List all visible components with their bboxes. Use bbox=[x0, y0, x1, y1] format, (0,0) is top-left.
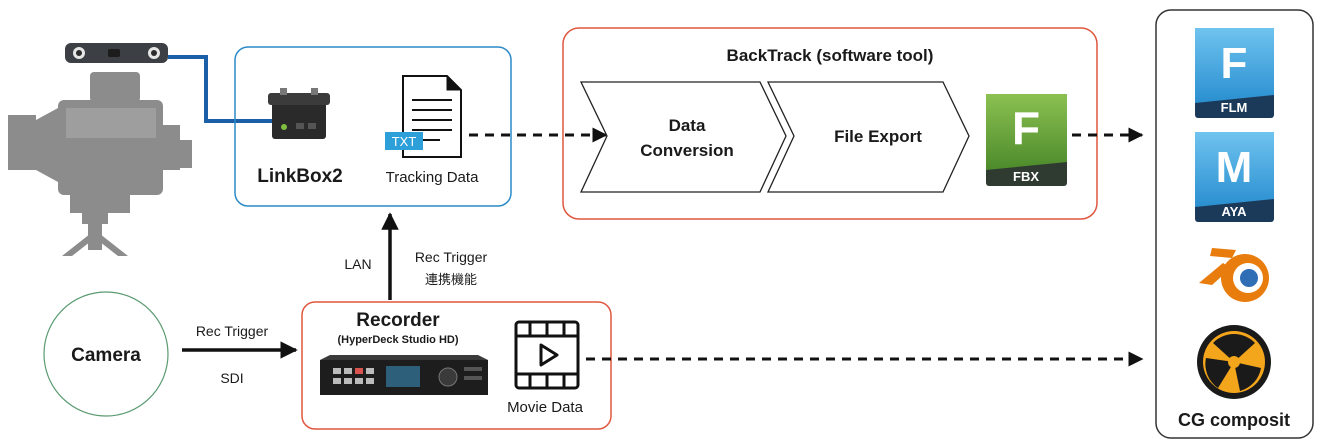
maya-icon bbox=[1195, 132, 1274, 222]
flm-badge: FLM bbox=[1221, 100, 1248, 115]
rec-trigger-link-label: 連携機能 bbox=[425, 272, 477, 287]
flm-letter: F bbox=[1221, 39, 1248, 88]
cg-composit-label: CG composit bbox=[1178, 410, 1290, 430]
cg-composit-box bbox=[1155, 9, 1314, 439]
recorder-group-box bbox=[301, 301, 612, 430]
rec-trigger-label-lan: Rec Trigger bbox=[415, 249, 488, 265]
camera-node bbox=[43, 291, 169, 417]
recorder-model: (HyperDeck Studio HD) bbox=[337, 334, 458, 346]
linkbox-label: LinkBox2 bbox=[257, 166, 343, 187]
sdi-label: SDI bbox=[220, 370, 243, 386]
file-export-step bbox=[766, 81, 970, 193]
blender-icon bbox=[1199, 248, 1269, 302]
maya-letter: M bbox=[1216, 143, 1253, 192]
txt-badge: TXT bbox=[392, 134, 417, 149]
movie-data-label: Movie Data bbox=[507, 399, 584, 416]
data-conversion-line1: Data bbox=[669, 116, 706, 135]
backtrack-group-box bbox=[562, 27, 1098, 220]
recorder-title: Recorder bbox=[356, 310, 440, 331]
rec-trigger-label: Rec Trigger bbox=[196, 323, 269, 339]
linkbox-group-box bbox=[234, 46, 512, 207]
lan-label: LAN bbox=[344, 256, 371, 272]
hyperdeck-device-icon bbox=[320, 355, 488, 395]
data-conversion-step bbox=[579, 81, 787, 193]
tracking-sensor-icon bbox=[65, 43, 168, 63]
data-conversion-line2: Conversion bbox=[640, 141, 734, 160]
tracking-data-file-icon bbox=[385, 75, 462, 158]
camera-rig-icon bbox=[8, 72, 192, 256]
movie-data-icon bbox=[514, 320, 580, 390]
fbx-letter: F bbox=[1012, 102, 1040, 154]
backtrack-title: BackTrack (software tool) bbox=[727, 46, 934, 65]
fbx-badge: FBX bbox=[1013, 169, 1039, 184]
camera-label: Camera bbox=[71, 345, 141, 366]
tracking-data-label: Tracking Data bbox=[386, 169, 479, 186]
nuke-icon bbox=[1197, 325, 1271, 399]
file-export-label: File Export bbox=[834, 127, 922, 146]
fbx-icon bbox=[986, 94, 1067, 186]
sensor-cable bbox=[168, 55, 272, 123]
motionbuilder-icon bbox=[1195, 28, 1274, 118]
maya-badge: AYA bbox=[1221, 204, 1247, 219]
linkbox-device-icon bbox=[268, 88, 330, 139]
